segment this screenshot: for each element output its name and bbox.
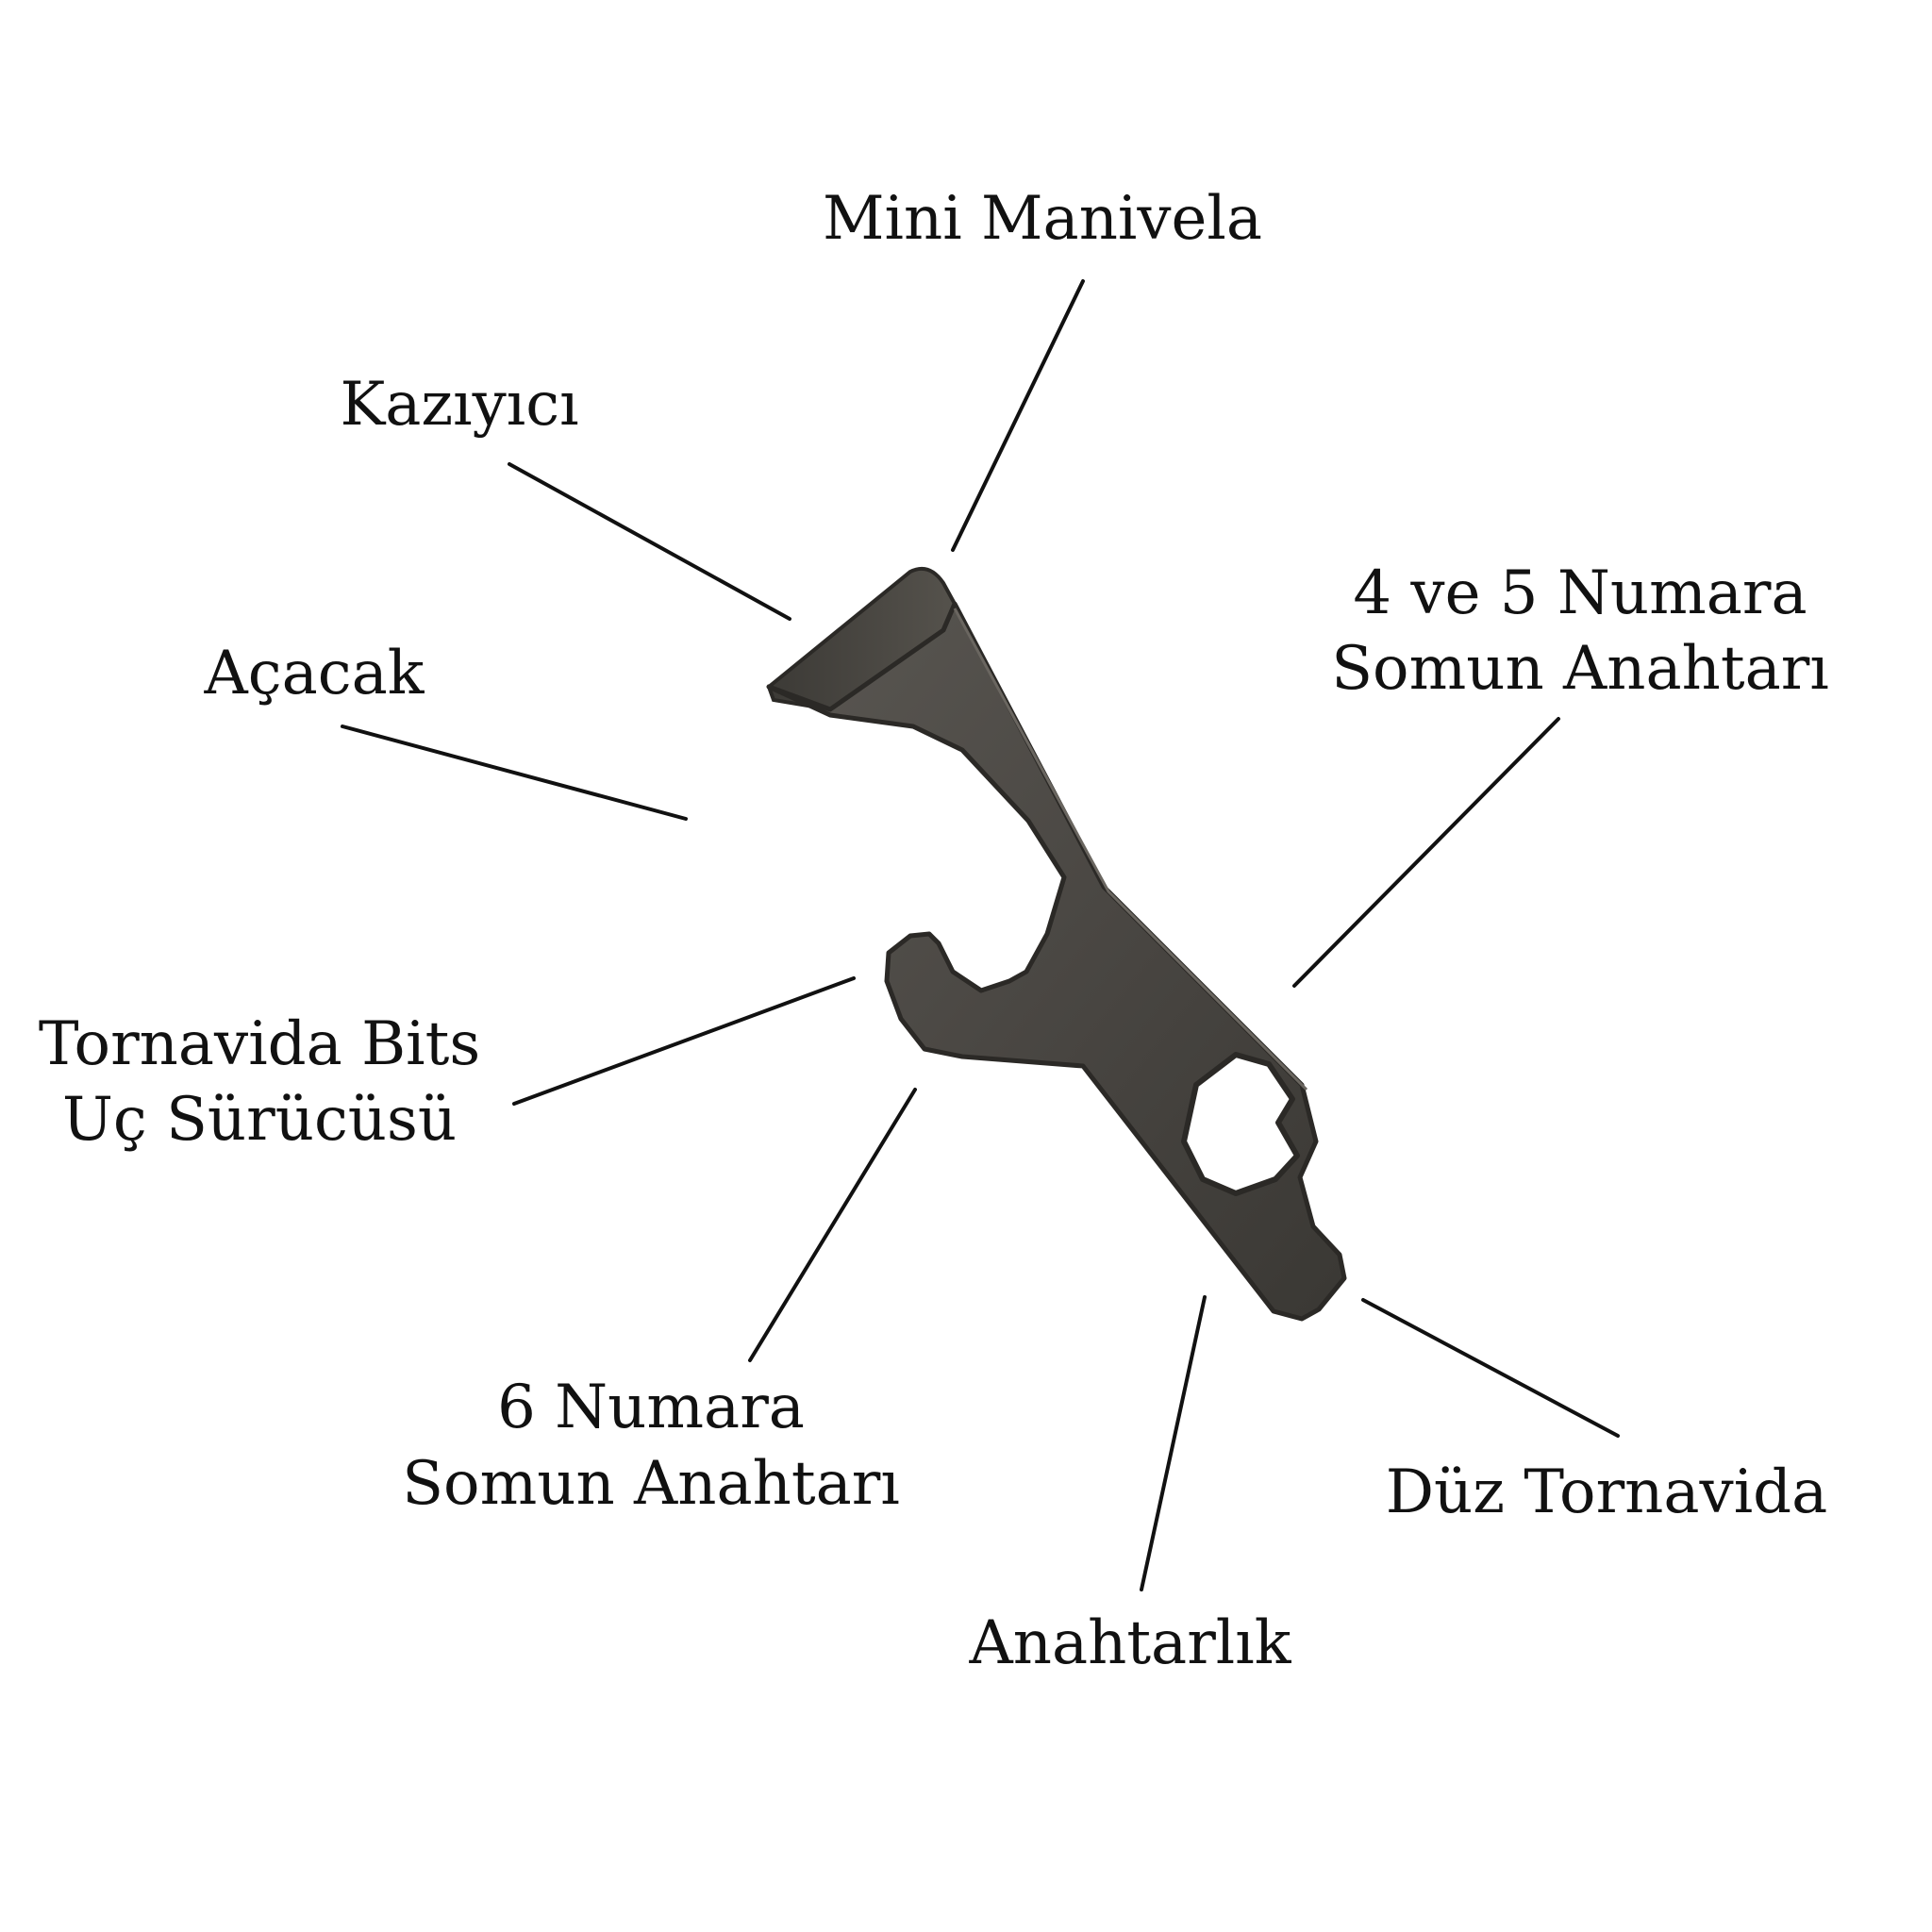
label-somun-4-5-line2: Somun Anahtarı xyxy=(1331,634,1829,704)
multitool-image xyxy=(766,567,1347,1322)
tool-edge-highlight xyxy=(953,608,1308,1091)
leader-somun-6 xyxy=(748,1088,917,1362)
label-duz-tornavida: Düz Tornavida xyxy=(1386,1457,1828,1527)
leader-acacak xyxy=(341,724,688,821)
leader-somun-4-5 xyxy=(1292,717,1560,988)
label-tornavida-bits-line1: Tornavida Bits xyxy=(39,1009,480,1079)
leader-anahtarlik xyxy=(1140,1295,1207,1591)
label-somun-4-5-line1: 4 ve 5 Numara xyxy=(1353,558,1807,628)
label-anahtarlik: Anahtarlık xyxy=(969,1608,1292,1678)
label-mini-manivela: Mini Manivela xyxy=(823,184,1262,254)
label-somun-6-line2: Somun Anahtarı xyxy=(402,1449,900,1519)
tool-body xyxy=(766,601,1347,1322)
leader-tornavida-bits xyxy=(512,976,856,1106)
leader-mini-manivela xyxy=(951,279,1085,552)
label-kaziyici: Kazıyıcı xyxy=(340,370,578,440)
leader-kaziyici xyxy=(508,462,791,621)
label-tornavida-bits-line2: Uç Sürücüsü xyxy=(62,1085,457,1155)
hex-wrench-hole xyxy=(1181,1052,1300,1196)
leader-duz-tornavida xyxy=(1361,1298,1620,1438)
label-acacak: Açacak xyxy=(204,639,425,708)
label-somun-6-line1: 6 Numara xyxy=(497,1373,805,1442)
